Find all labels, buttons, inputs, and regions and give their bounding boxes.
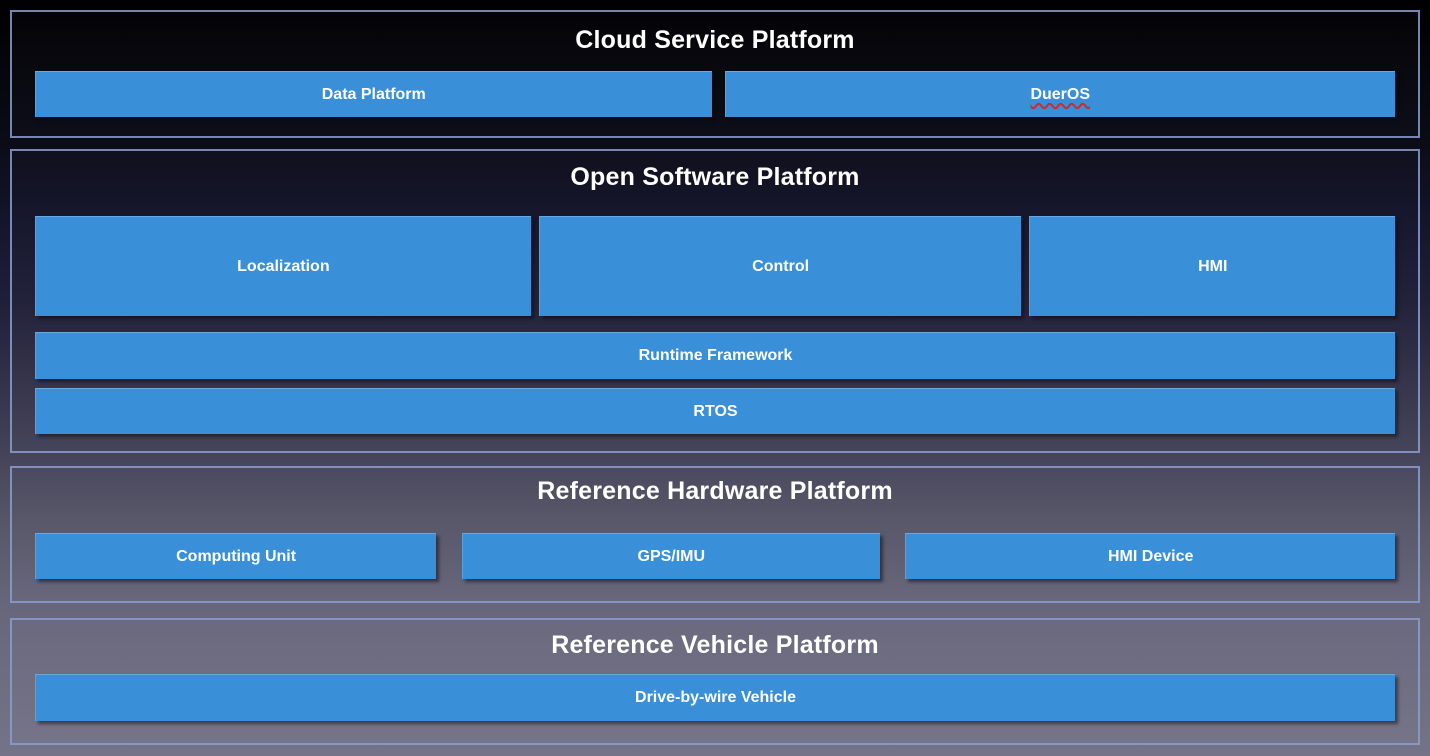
section-cloud-service-platform: Cloud Service Platform Data Platform Due… [10,10,1420,138]
box-computing-unit: Computing Unit [35,533,437,579]
reference-hardware-platform-title: Reference Hardware Platform [537,477,893,505]
rtos-row: RTOS [12,388,1418,434]
section-reference-vehicle-platform: Reference Vehicle Platform Drive-by-wire… [10,618,1420,745]
box-runtime-framework: Runtime Framework [35,332,1395,379]
box-data-platform: Data Platform [35,71,712,117]
box-hmi: HMI [1029,216,1395,316]
box-control: Control [538,216,1022,316]
cloud-boxes-row: Data Platform DuerOS [12,71,1418,117]
box-dueros: DuerOS [724,71,1395,117]
box-drive-by-wire-vehicle: Drive-by-wire Vehicle [35,674,1395,721]
vehicle-boxes-row: Drive-by-wire Vehicle [12,674,1418,721]
section-open-software-platform: Open Software Platform Localization Cont… [10,149,1420,453]
reference-vehicle-platform-title: Reference Vehicle Platform [551,631,879,659]
hardware-boxes-row: Computing Unit GPS/IMU HMI Device [12,533,1418,579]
software-module-row: Localization Control HMI [12,216,1418,316]
open-software-platform-title: Open Software Platform [570,163,860,191]
cloud-service-platform-title: Cloud Service Platform [575,26,855,54]
box-localization: Localization [35,216,531,316]
section-reference-hardware-platform: Reference Hardware Platform Computing Un… [10,466,1420,603]
box-hmi-device: HMI Device [905,533,1395,579]
box-rtos: RTOS [35,388,1395,434]
box-gps-imu: GPS/IMU [462,533,880,579]
dueros-label-spellcheck: DuerOS [1030,85,1091,103]
runtime-framework-row: Runtime Framework [12,332,1418,379]
